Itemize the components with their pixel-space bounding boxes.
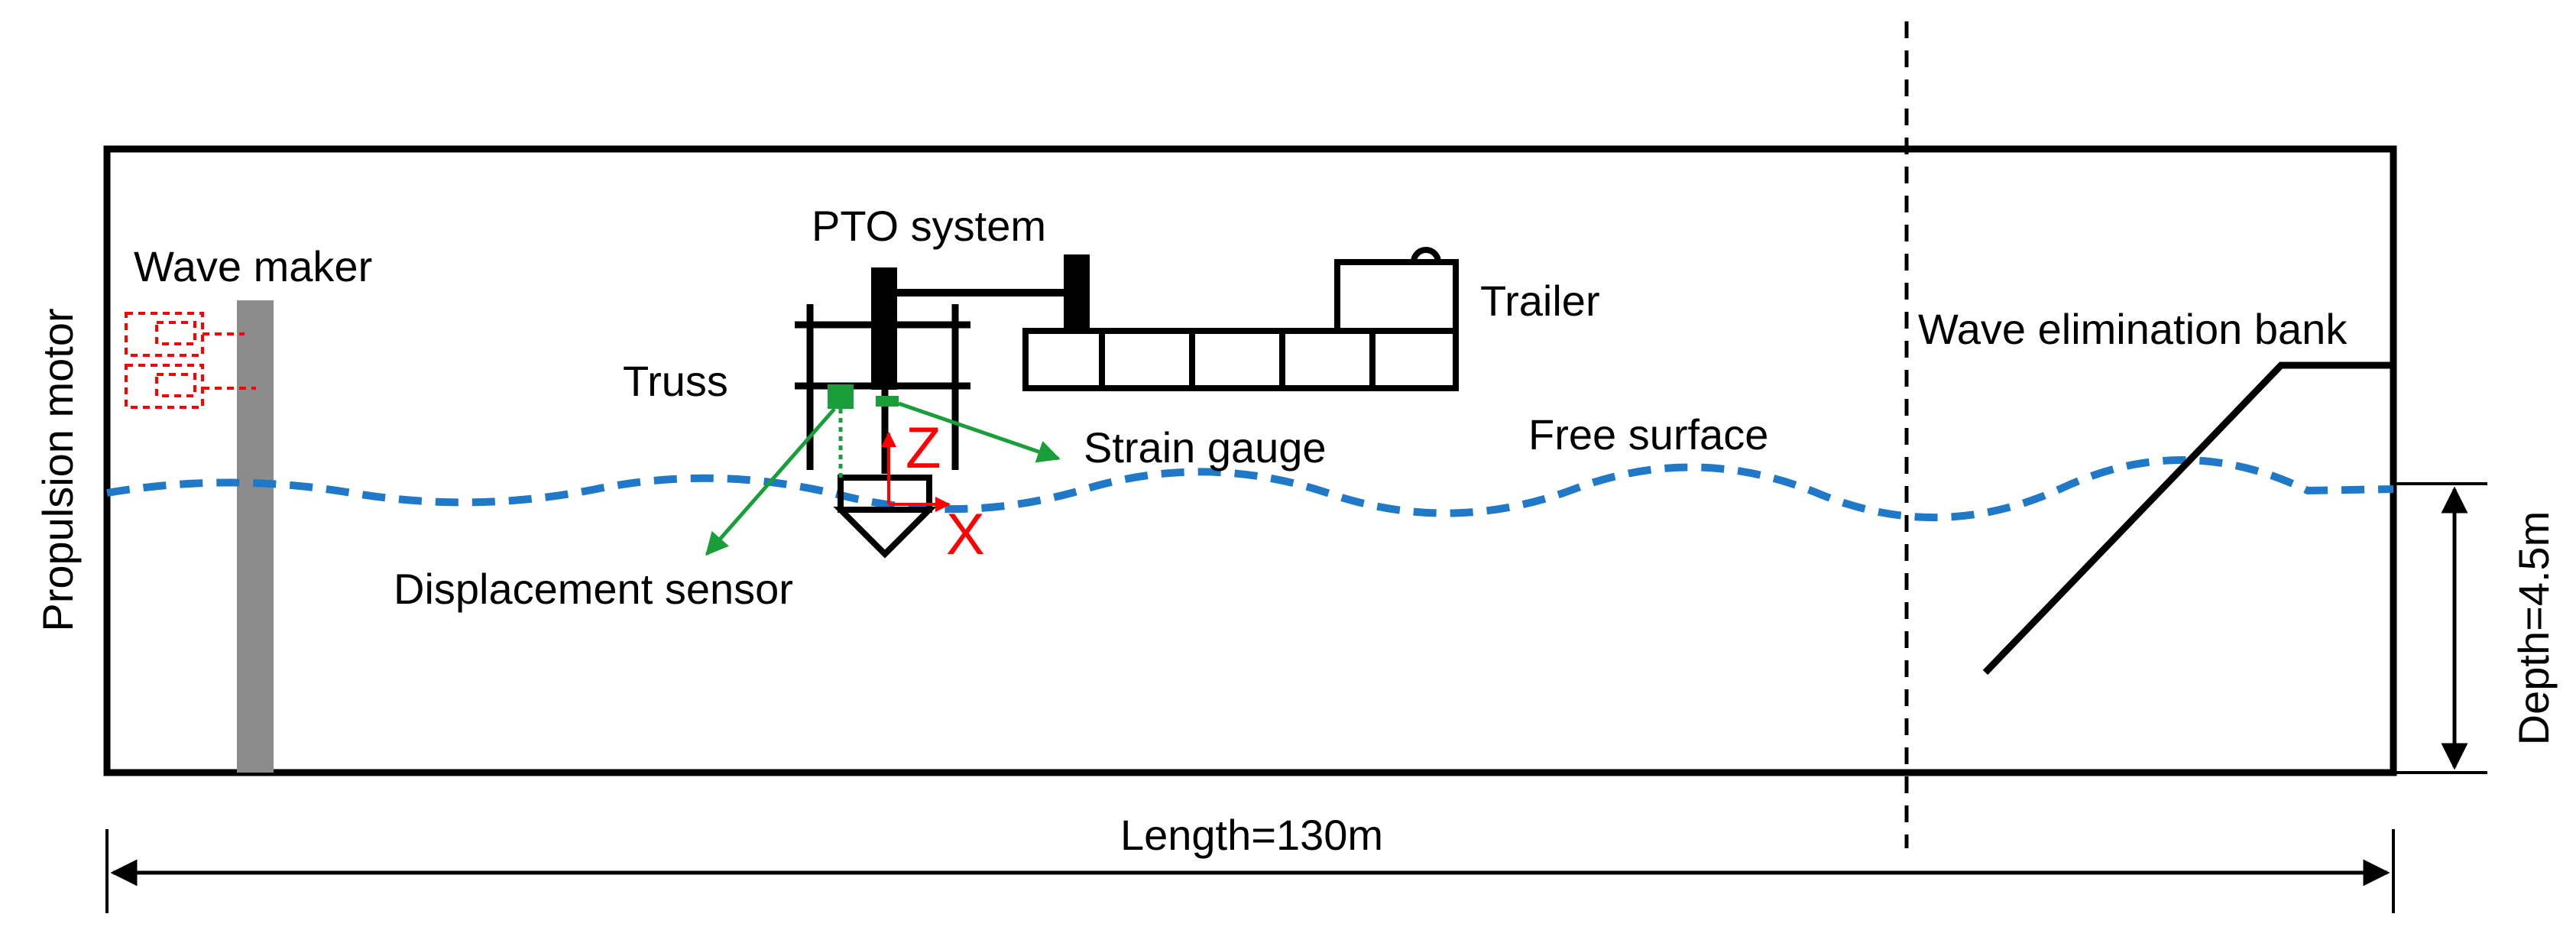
wave-maker-post [237, 300, 274, 773]
trailer-label: Trailer [1480, 277, 1600, 325]
wave-maker-label: Wave maker [134, 242, 372, 290]
x-axis-label: X [946, 502, 985, 567]
pto-system-label: PTO system [812, 202, 1046, 250]
float-buoy [833, 475, 937, 559]
displacement-sensor-label: Displacement sensor [394, 565, 793, 613]
displacement-sensor-arrow [705, 407, 836, 556]
depth-label: Depth=4.5m [2510, 511, 2558, 746]
z-axis-label: Z [906, 416, 941, 481]
displacement-sensor-block [828, 384, 854, 409]
length-dimension [105, 829, 2395, 913]
propulsion-motor-label: Propulsion motor [34, 308, 82, 631]
truss-label: Truss [623, 357, 728, 405]
free-surface-label: Free surface [1528, 410, 1768, 459]
trailer [1022, 247, 1459, 391]
length-label: Length=130m [1120, 811, 1383, 859]
wave-elimination-bank [1982, 361, 2393, 676]
free-surface-line [106, 456, 2394, 522]
strain-gauge-label: Strain gauge [1084, 423, 1327, 472]
wave-elimination-bank-label: Wave elimination bank [1918, 305, 2348, 353]
strain-gauge-arrow [898, 401, 1061, 463]
pto-system [871, 254, 1090, 390]
tank-outline [103, 145, 2397, 776]
strain-gauge-block [876, 396, 899, 407]
depth-dimension [2393, 482, 2487, 774]
propulsion-motor-icon [125, 312, 256, 409]
